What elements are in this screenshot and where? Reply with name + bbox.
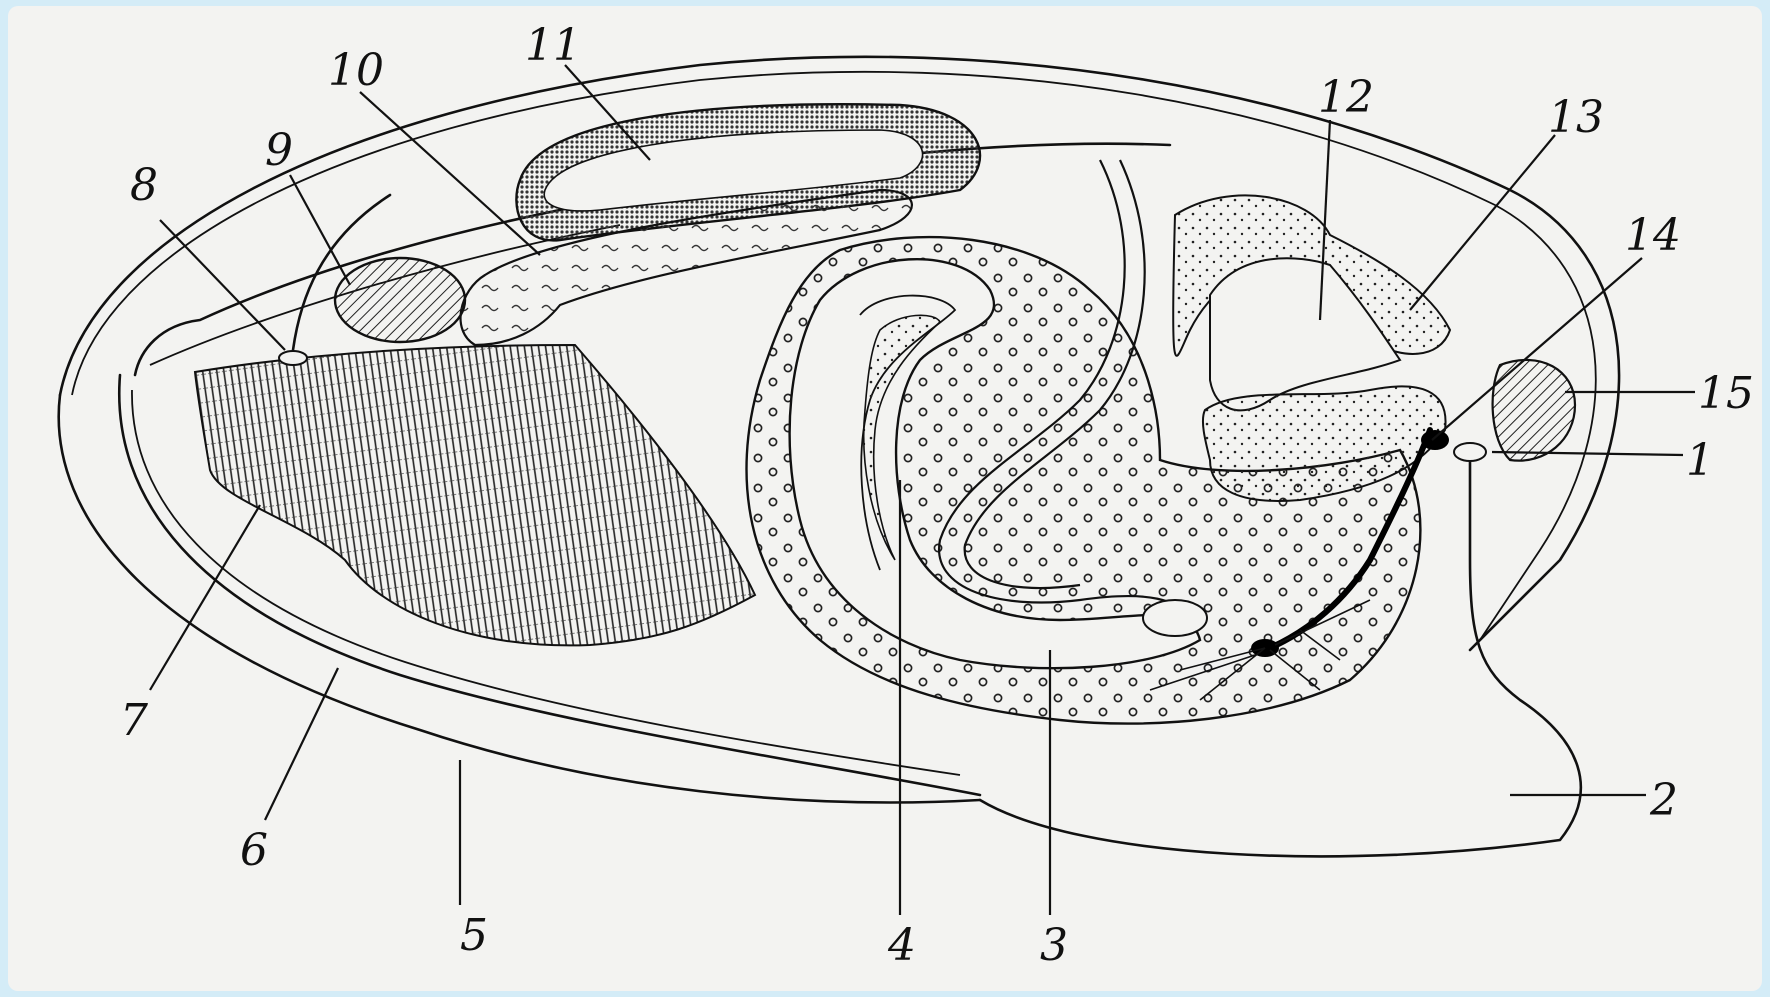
- label-1: 1: [1686, 435, 1714, 486]
- anatomy-diagram: 1 2 3 4 5 6 7 8 9 10 11 12 13 14 15: [8, 6, 1762, 991]
- organ-9: [335, 258, 465, 342]
- label-4: 4: [887, 920, 916, 971]
- label-14: 14: [1625, 210, 1681, 261]
- label-5: 5: [460, 910, 488, 961]
- label-9: 9: [265, 125, 293, 176]
- ganglion-upper: [1421, 430, 1449, 450]
- organ-8: [279, 351, 307, 365]
- organ-1: [1454, 443, 1486, 461]
- label-2: 2: [1649, 775, 1678, 826]
- label-12: 12: [1318, 72, 1374, 123]
- label-6: 6: [240, 825, 268, 876]
- label-13: 13: [1548, 92, 1604, 143]
- label-7: 7: [120, 695, 148, 746]
- organ-15: [1493, 360, 1575, 461]
- figure-frame: 1 2 3 4 5 6 7 8 9 10 11 12 13 14 15: [8, 6, 1762, 991]
- adductor-muscle: [195, 345, 755, 645]
- label-3: 3: [1040, 920, 1068, 971]
- intestine-small-loop: [1143, 600, 1207, 636]
- label-8: 8: [130, 160, 158, 211]
- label-11: 11: [525, 20, 581, 71]
- label-10: 10: [328, 45, 384, 96]
- label-15: 15: [1698, 368, 1754, 419]
